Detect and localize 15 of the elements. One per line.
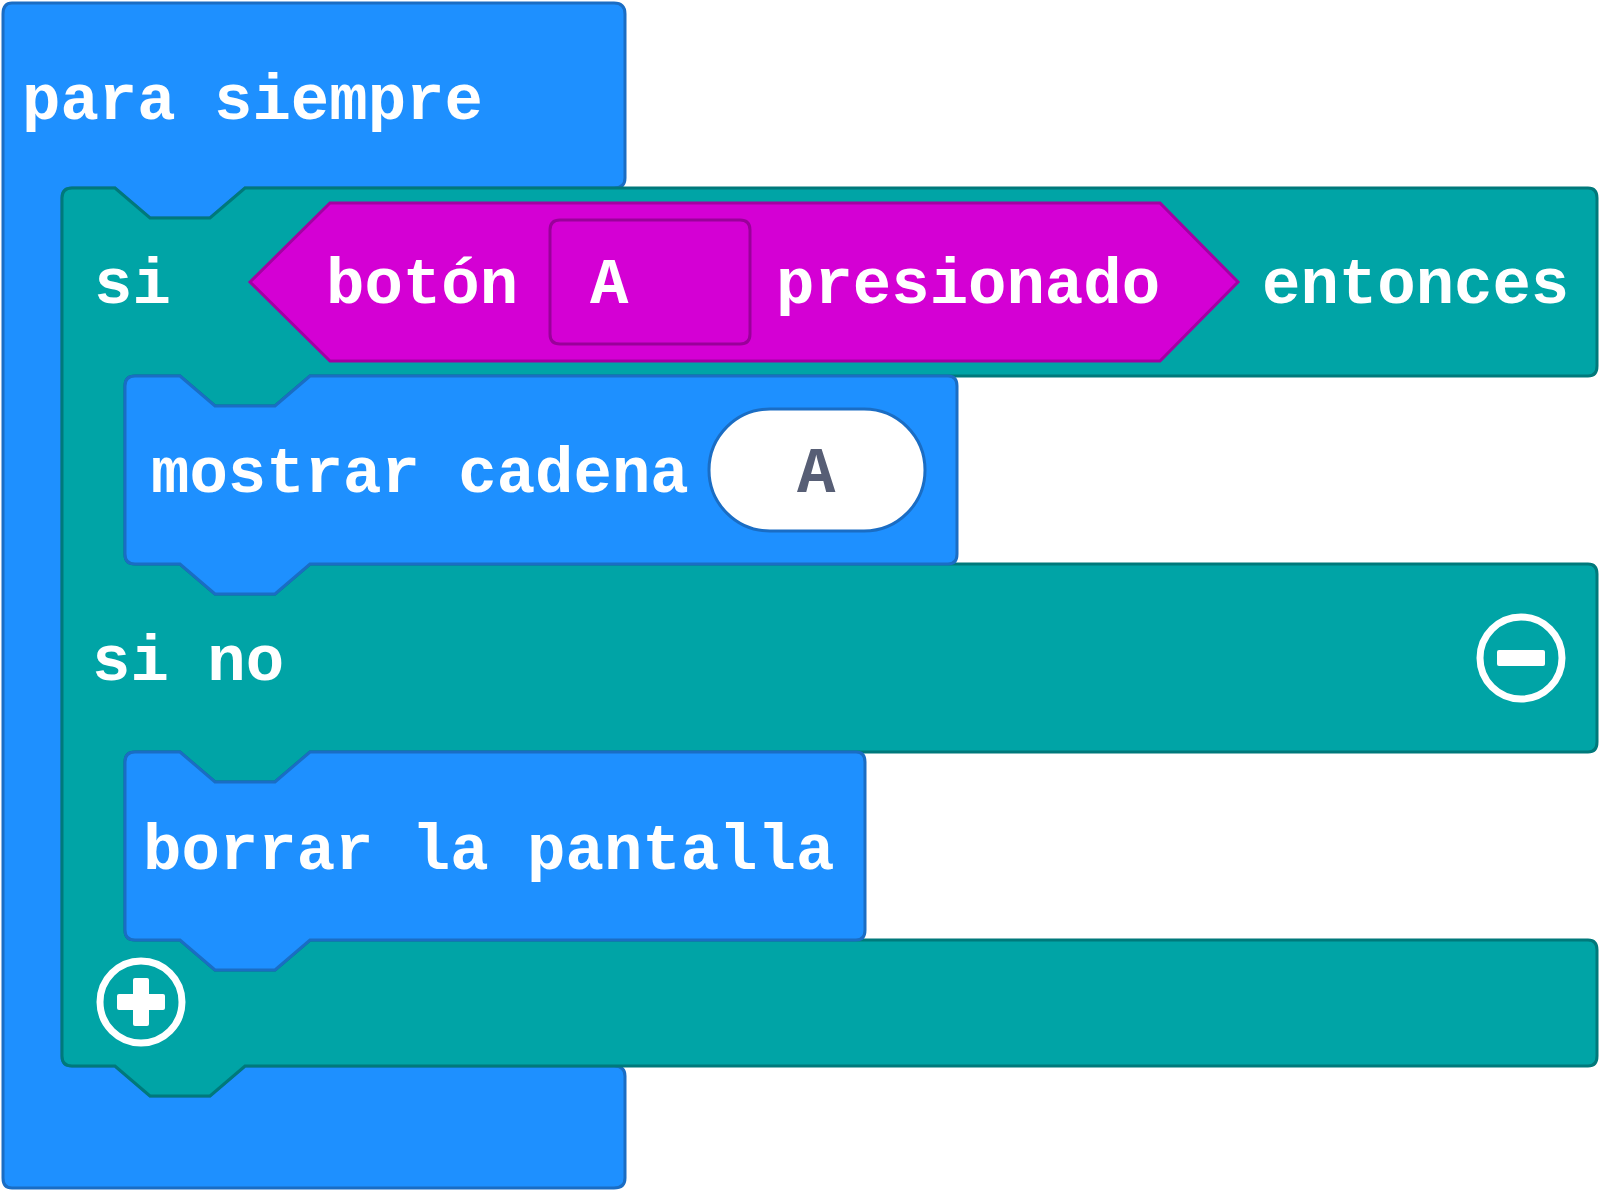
block-label: A — [797, 443, 836, 507]
block-label: si — [94, 254, 171, 318]
block-label: si no — [92, 631, 285, 695]
block-label: botón — [326, 254, 519, 318]
block-label: borrar la pantalla — [143, 820, 835, 884]
statement-block — [125, 376, 960, 596]
block-label: mostrar cadena — [151, 443, 689, 507]
condition-hexagon — [248, 201, 1240, 363]
dropdown-field — [547, 218, 753, 346]
block-label: A — [590, 254, 629, 318]
block-label: entonces — [1262, 254, 1570, 318]
block-label: para siempre — [22, 70, 483, 134]
statement-block — [125, 752, 868, 972]
block-label: presionado — [776, 254, 1161, 318]
if-else-block — [62, 188, 1600, 1098]
